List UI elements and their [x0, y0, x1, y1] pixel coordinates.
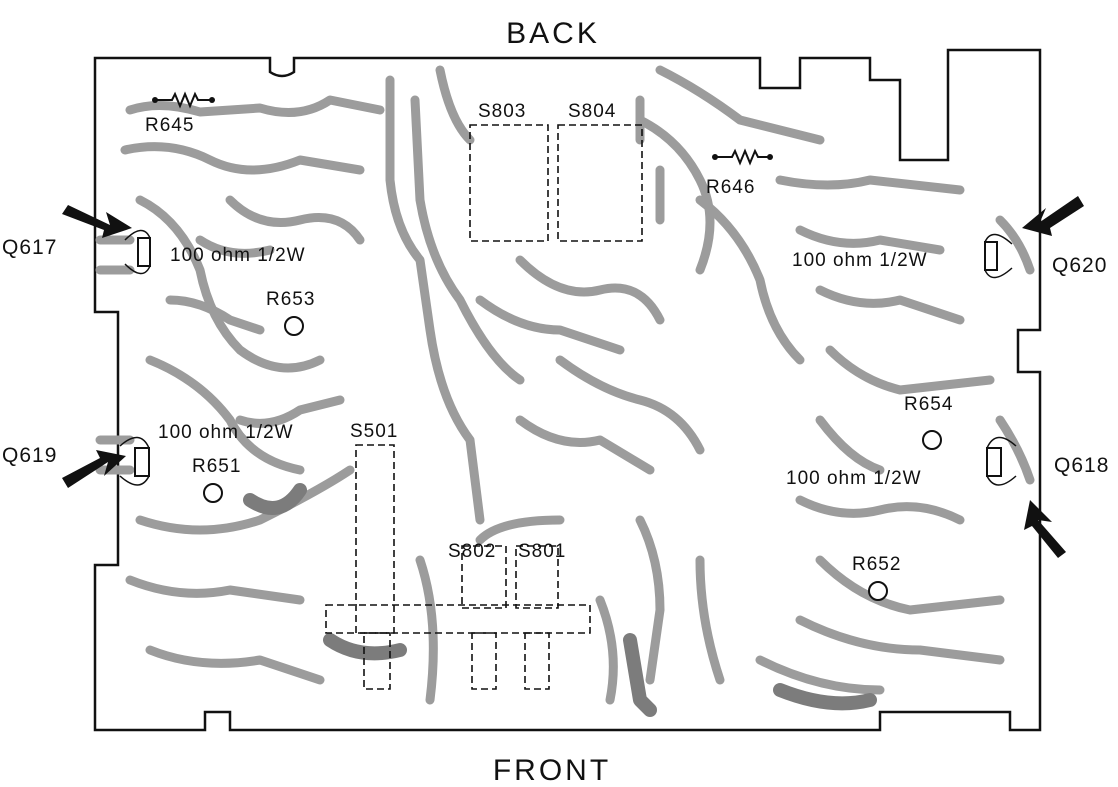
q620-resistor-body — [984, 241, 998, 271]
q618-resistor-note: 100 ohm 1/2W — [786, 468, 922, 489]
r654-label: R654 — [904, 394, 953, 415]
s802-outline — [461, 545, 507, 609]
arrow-q620 — [1022, 196, 1084, 236]
q617-resistor-note: 100 ohm 1/2W — [170, 245, 306, 266]
q617-resistor-body — [137, 237, 151, 267]
r652-label: R652 — [852, 554, 901, 575]
arrow-q619 — [62, 450, 126, 488]
q620-resistor-note: 100 ohm 1/2W — [792, 250, 928, 271]
s804-label: S804 — [568, 101, 616, 122]
transistor-resistors — [119, 229, 1017, 486]
test-points — [203, 316, 942, 601]
s801-outline — [515, 545, 559, 609]
copper-traces — [95, 65, 1035, 717]
r651-label: R651 — [192, 456, 241, 477]
s803-outline — [469, 124, 549, 242]
s501-label: S501 — [350, 421, 398, 442]
s501-tab-outline — [363, 632, 391, 690]
q618-resistor-body — [986, 447, 1002, 477]
r646-label: R646 — [706, 177, 755, 198]
s804-outline — [557, 124, 643, 242]
switch-outlines — [325, 124, 643, 690]
r653-hole — [284, 316, 304, 336]
s802-label: S802 — [448, 541, 496, 562]
arrow-q617 — [62, 205, 132, 238]
q619-label: Q619 — [2, 444, 57, 467]
arrow-q618 — [1024, 500, 1066, 558]
r646-symbol — [715, 148, 770, 166]
q618-label: Q618 — [1054, 454, 1109, 477]
s803-label: S803 — [478, 101, 526, 122]
r653-label: R653 — [266, 289, 315, 310]
r652-hole — [868, 581, 888, 601]
q619-resistor-note: 100 ohm 1/2W — [158, 422, 294, 443]
orientation-front-label: FRONT — [493, 754, 611, 787]
s801-label: S801 — [518, 541, 566, 562]
r651-hole — [203, 483, 223, 503]
s802-tab-outline — [471, 632, 497, 690]
r645-symbol — [155, 91, 212, 109]
switch-bar-outline — [325, 604, 591, 634]
orientation-back-label: BACK — [506, 17, 600, 50]
s801-tab-outline — [524, 632, 550, 690]
pointer-arrows — [62, 196, 1084, 558]
q619-resistor-body — [134, 447, 150, 477]
resistor-symbols — [152, 91, 773, 166]
q620-label: Q620 — [1052, 254, 1107, 277]
q617-label: Q617 — [2, 236, 57, 259]
r645-label: R645 — [145, 115, 194, 136]
r654-hole — [922, 430, 942, 450]
